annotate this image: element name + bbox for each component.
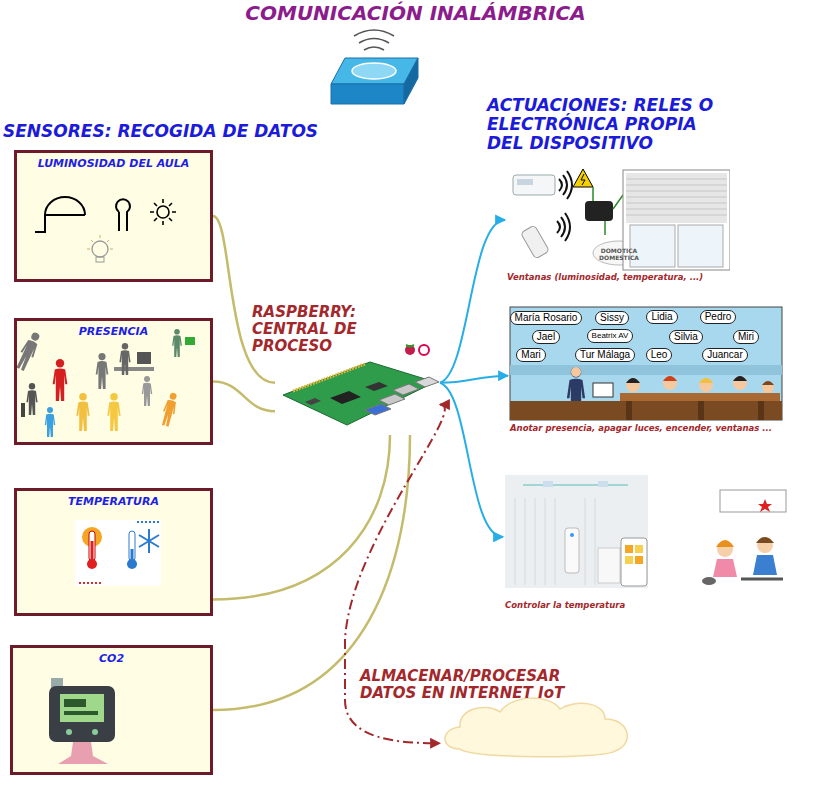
actuator-caption: Ventanas (luminosidad, temperatura, ...) — [507, 272, 703, 283]
actuator-node: Controlar la temperatura — [503, 473, 788, 615]
connector — [213, 216, 275, 383]
co2-meter — [13, 648, 202, 772]
cloud-node: ALMACENAR/PROCESAR DATOS EN INTERNET IoT — [440, 693, 635, 760]
sensor-box: CO2 — [10, 645, 213, 775]
speech-bubble: Silvia — [669, 330, 703, 344]
device-brand: DOMOTICA DOMESTICA — [597, 247, 641, 261]
section-heading: SENSORES: RECOGIDA DE DATOS — [3, 121, 318, 141]
sensor-title: PRESENCIA — [17, 321, 210, 340]
connector — [213, 435, 390, 599]
node-heading: ALMACENAR/PROCESAR DATOS EN INTERNET IoT — [360, 668, 575, 702]
sensor-title: LUMINOSIDAD DEL AULA — [17, 153, 210, 172]
speech-bubble: Miri — [733, 330, 759, 344]
diagram-title: COMUNICACIÓN INALÁMBRICA — [10, 2, 821, 24]
presence-figures — [17, 321, 202, 442]
light-icons — [17, 153, 202, 279]
speech-bubble: Beatrix AV — [587, 329, 634, 343]
temperature-icon — [17, 491, 202, 613]
connector — [440, 220, 505, 383]
sensor-box: PRESENCIA — [14, 318, 213, 445]
sensor-title: TEMPERATURA — [17, 491, 210, 510]
speech-bubble: Mari — [516, 348, 545, 362]
speech-bubble: Juancar — [702, 348, 748, 362]
sensor-title: CO2 — [13, 648, 210, 667]
sensor-box: TEMPERATURA — [14, 488, 213, 616]
processor-node: RASPBERRY: CENTRAL DE PROCESO — [275, 340, 440, 435]
actuator-node: Ventanas (luminosidad, temperatura, ...) — [505, 165, 735, 287]
heating-control — [503, 473, 788, 598]
cloud-shape — [440, 693, 635, 760]
sensor-box: LUMINOSIDAD DEL AULA — [14, 150, 213, 282]
speech-bubble: Pedro — [700, 310, 737, 324]
speech-bubble: Leo — [646, 348, 673, 362]
connector — [440, 376, 508, 383]
speech-bubble: Tur Málaga — [575, 348, 635, 362]
actuator-node: Anotar presencia, apagar luces, encender… — [508, 305, 808, 441]
speech-bubble: Sissy — [595, 311, 629, 325]
actuator-caption: Controlar la temperatura — [505, 600, 625, 611]
node-heading: RASPBERRY: CENTRAL DE PROCESO — [252, 304, 377, 355]
actuator-caption: Anotar presencia, apagar luces, encender… — [510, 423, 772, 434]
section-heading: ACTUACIONES: RELES O ELECTRÓNICA PROPIA … — [487, 96, 727, 153]
speech-bubble: María Rosario — [510, 311, 583, 325]
connector — [213, 382, 275, 412]
speech-bubble: Jael — [532, 330, 560, 344]
speech-bubble: Lidia — [646, 310, 677, 324]
connector — [440, 383, 503, 537]
